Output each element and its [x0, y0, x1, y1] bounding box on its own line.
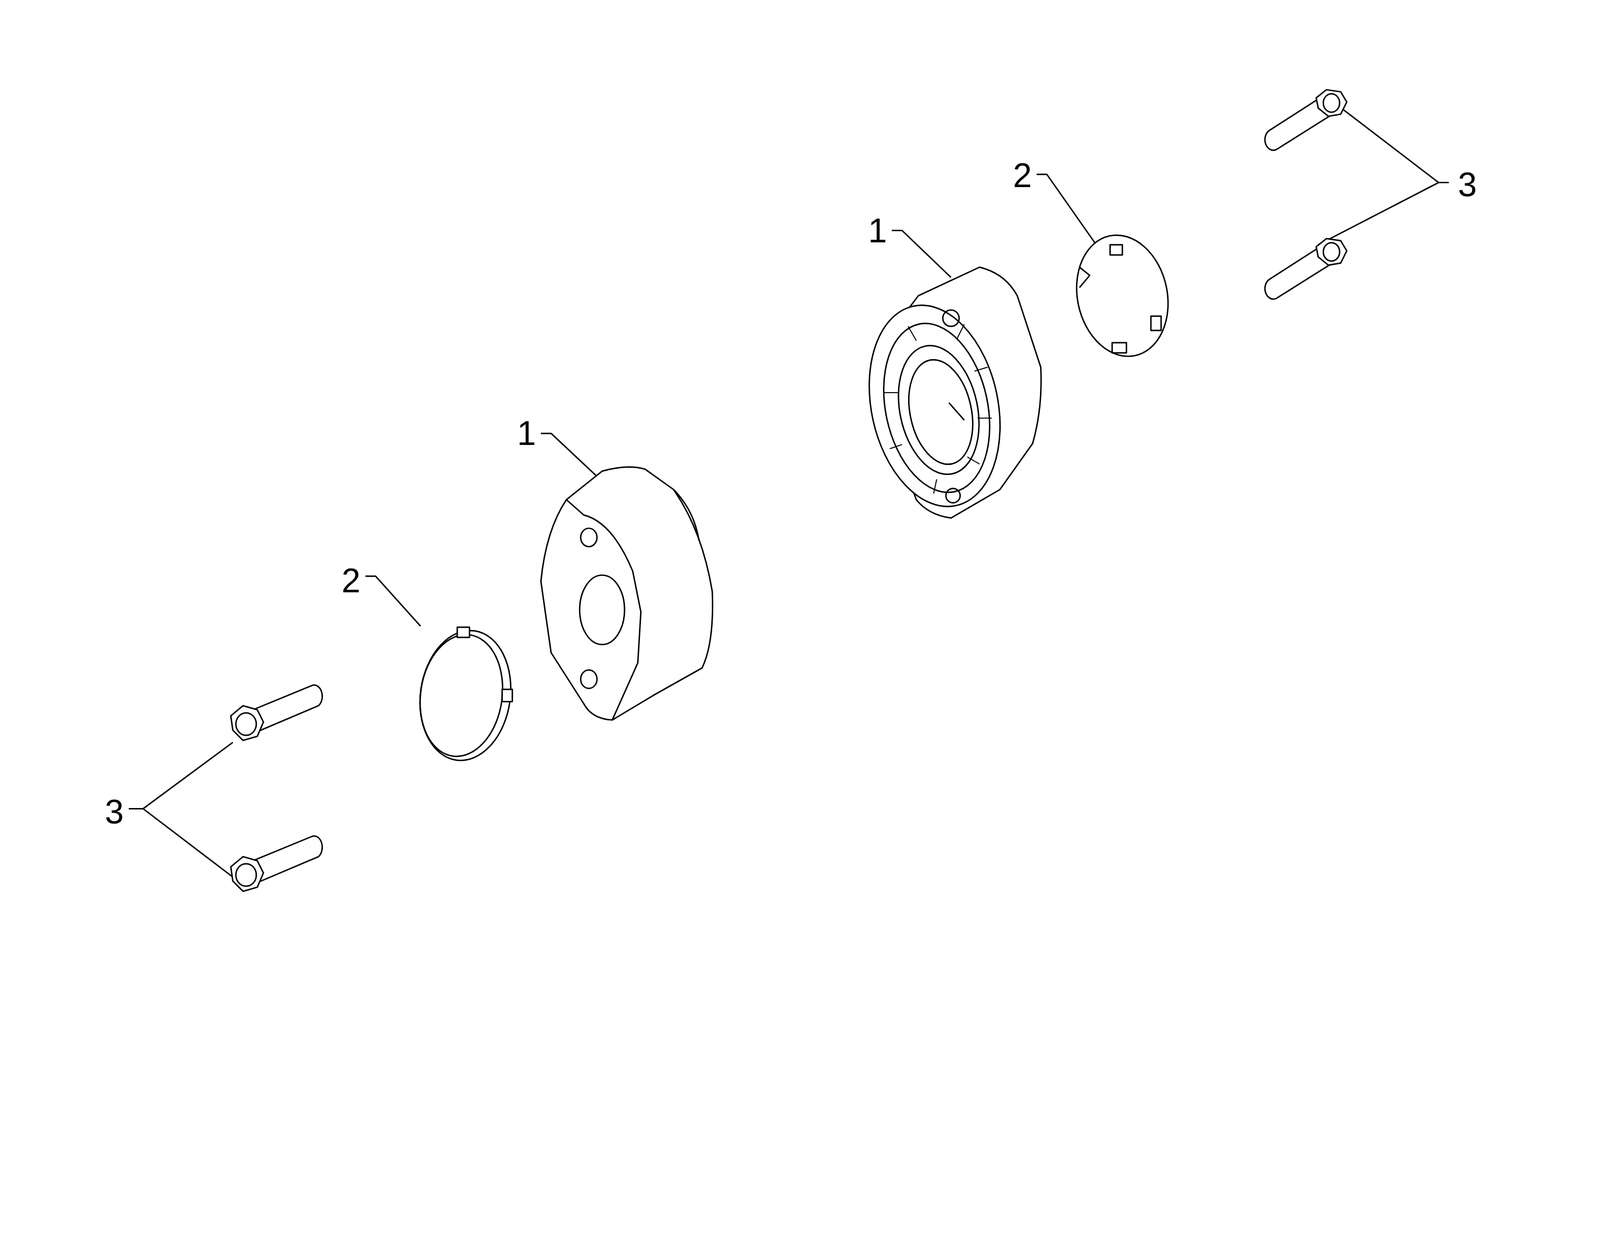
leader-lines — [128, 106, 1450, 878]
callout-number: 1 — [517, 416, 537, 451]
callout-number: 3 — [1457, 167, 1477, 202]
callout-number: 2 — [341, 563, 361, 598]
bolt — [1264, 89, 1347, 151]
bearing-housing — [541, 466, 713, 720]
cover-cap — [1065, 226, 1180, 365]
callout-number: 1 — [867, 213, 887, 248]
callout-number: 3 — [104, 795, 124, 830]
cover-cap — [411, 624, 519, 767]
callout-number: 2 — [1012, 158, 1032, 193]
bolt — [1264, 238, 1347, 300]
bolt — [230, 836, 323, 892]
bolt — [230, 685, 323, 741]
bearing-housing — [851, 267, 1041, 519]
